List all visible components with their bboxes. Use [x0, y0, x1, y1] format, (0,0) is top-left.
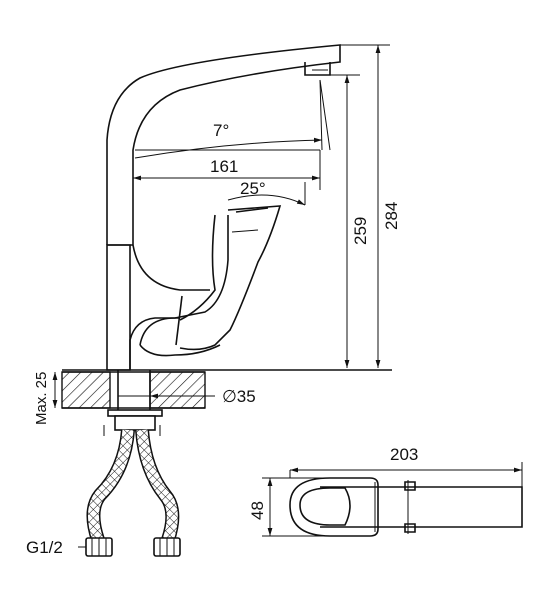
lever-open: [179, 205, 282, 351]
lever-housing: [139, 215, 229, 346]
label-thread: G1/2: [26, 538, 63, 557]
label-spout-height: 259: [351, 217, 370, 245]
lever-closed: [179, 214, 216, 321]
label-max-thickness: Max. 25: [33, 372, 50, 425]
faucet-top-view: [262, 462, 523, 537]
dimensions-side: [52, 44, 392, 548]
label-angle-spout: 7°: [213, 121, 229, 140]
faucet-base: [106, 244, 131, 371]
top-body: [289, 477, 379, 537]
label-angle-lever: 25°: [240, 179, 266, 198]
label-hole-diameter: ∅35: [222, 387, 256, 406]
counter-section: [61, 370, 206, 436]
label-top-width: 48: [248, 501, 267, 520]
faucet-side-view: [106, 44, 341, 371]
label-total-height: 284: [382, 202, 401, 230]
label-reach: 161: [210, 157, 238, 176]
flexible-hoses: [85, 429, 181, 557]
label-top-length: 203: [390, 445, 418, 464]
